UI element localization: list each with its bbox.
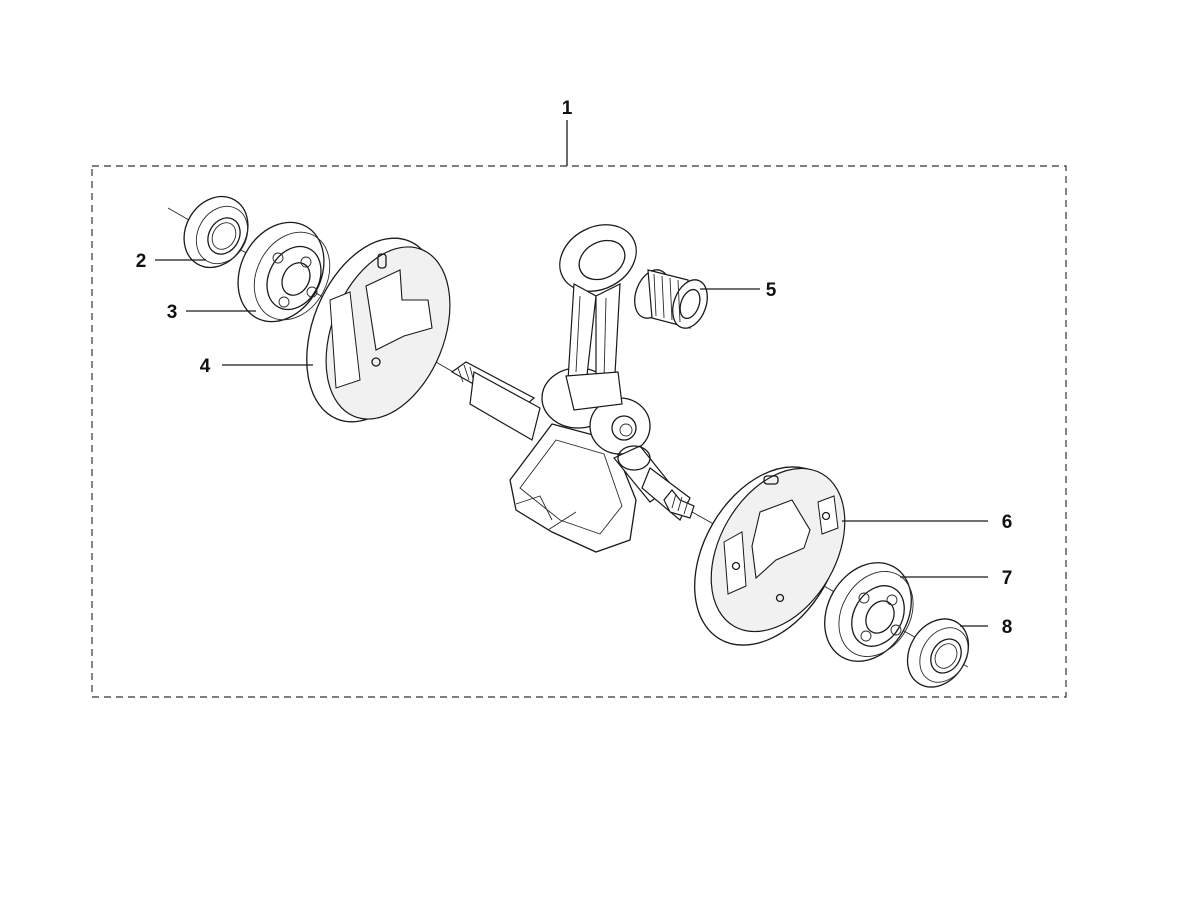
oil-seal-left — [183, 195, 249, 269]
callout-8: 8 — [1002, 617, 1013, 638]
oil-seal-right — [906, 618, 970, 688]
callout-6: 6 — [1002, 512, 1013, 533]
flywheel-half-right — [694, 466, 846, 646]
crankshaft — [450, 361, 695, 553]
bearing-left — [237, 221, 331, 323]
assembly-group-frame — [91, 165, 1067, 698]
callout-4: 4 — [200, 356, 211, 377]
bearing-right — [824, 562, 914, 662]
needle-bearing — [634, 269, 708, 329]
callout-1: 1 — [562, 98, 573, 119]
connecting-rod — [559, 224, 637, 411]
callout-5: 5 — [766, 280, 777, 301]
callout-3: 3 — [167, 302, 178, 323]
flywheel-half-left — [306, 237, 451, 423]
callout-7: 7 — [1002, 568, 1013, 589]
callout-2: 2 — [136, 251, 147, 272]
